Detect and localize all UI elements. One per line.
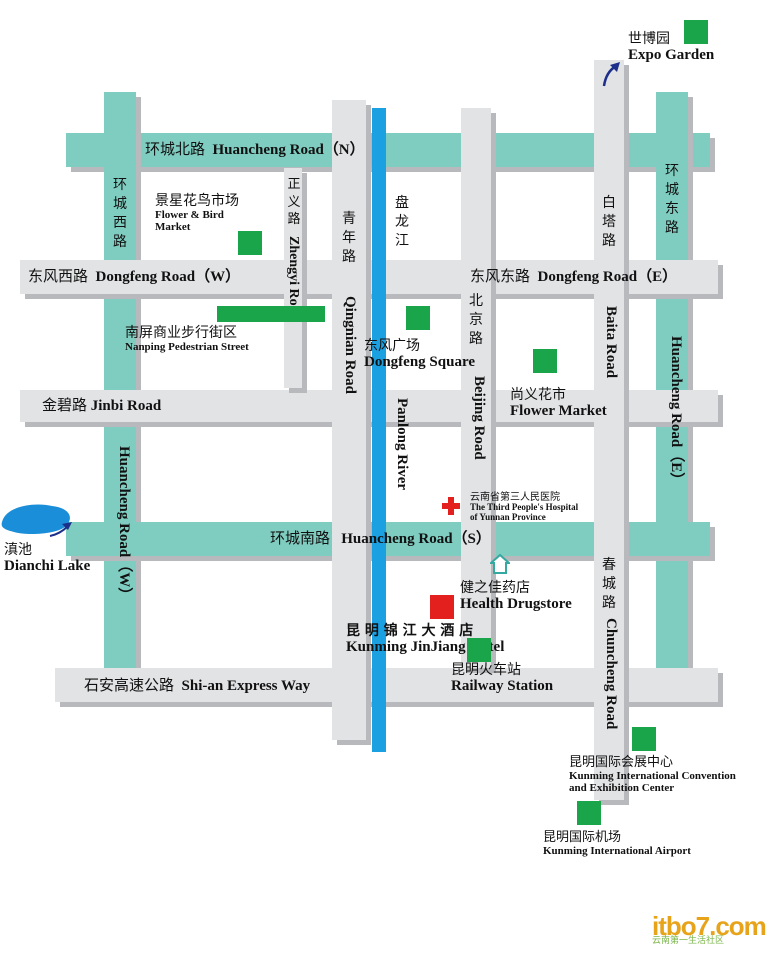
label-jinbi: 金碧路 Jinbi Road (42, 396, 162, 414)
label-nanping: 南屏商业步行街区 Nanping Pedestrian Street (125, 325, 249, 354)
huancheng-road-east (656, 92, 688, 670)
expo-arrow-icon (602, 62, 620, 87)
label-airport: 昆明国际机场 Kunming International Airport (543, 830, 691, 858)
label-chuncheng-en: Chuncheng Road (603, 618, 619, 730)
label-flower-market: 尚义花市 Flower Market (510, 387, 607, 420)
label-qingnian-en: Qingnian Road (342, 296, 358, 394)
label-dongfeng-e: 东风东路 Dongfeng Road（E） (470, 267, 678, 285)
watermark-logo: itbo7.com 云南第一生活社区 (652, 911, 767, 946)
label-qingnian-zh: 青年路 (342, 211, 356, 265)
flower-bird-marker (238, 231, 262, 255)
label-chuncheng-zh: 春城路 (602, 557, 616, 611)
label-huancheng-e-en: Huancheng Road（E） (668, 336, 684, 488)
label-beijing-zh: 北京路 (469, 293, 483, 347)
railway-station-marker (467, 638, 491, 662)
hotel-marker (430, 595, 454, 619)
label-beijing-en: Beijing Road (471, 376, 487, 460)
label-hospital: 云南省第三人民医院 The Third People's Hospital of… (470, 492, 579, 522)
zhengyi-road (284, 168, 302, 388)
label-flower-bird: 景星花鸟市场 Flower & Bird Market (155, 193, 239, 234)
nanping-street-block (217, 306, 325, 322)
label-huancheng-w-en: Huancheng Road（W） (116, 446, 132, 603)
label-hotel: 昆 明 锦 江 大 酒 店 Kunming JinJiang Hotel (346, 623, 505, 656)
label-zhengyi-zh: 正义路 (287, 177, 301, 228)
huancheng-road-west (104, 92, 136, 670)
label-huancheng-w-zh: 环城西路 (113, 177, 127, 250)
dianchi-lake-icon (1, 504, 72, 537)
hospital-cross-icon (442, 497, 460, 515)
airport-marker (577, 801, 601, 825)
expo-garden-marker (684, 20, 708, 44)
label-dianchi: 滇池 Dianchi Lake (4, 542, 91, 575)
label-baita-en: Baita Road (603, 306, 619, 379)
label-expo-garden: 世博园 Expo Garden (628, 31, 715, 64)
label-drugstore: 健之佳药店 Health Drugstore (460, 580, 572, 613)
drugstore-house-icon (490, 554, 510, 574)
convention-center-marker (632, 727, 656, 751)
dongfeng-square-marker (406, 306, 430, 330)
panlong-river (372, 108, 386, 752)
label-huancheng-n: 环城北路 Huancheng Road（N） (145, 140, 365, 158)
label-huancheng-s: 环城南路 Huancheng Road（S） (270, 529, 491, 547)
label-convention: 昆明国际会展中心 Kunming International Conventio… (569, 755, 736, 795)
label-huancheng-e-zh: 环城东路 (665, 163, 679, 236)
qingnian-road (332, 100, 366, 740)
label-panlong-en: Panlong River (394, 398, 410, 491)
label-shian: 石安高速公路 Shi-an Express Way (84, 676, 311, 694)
label-panlong-zh: 盘龙江 (395, 195, 409, 249)
beijing-road (461, 108, 491, 668)
label-dongfeng-square: 东风广场 Dongfeng Square (364, 338, 475, 371)
baita-chuncheng-road (594, 60, 624, 800)
flower-market-marker (533, 349, 557, 373)
label-dongfeng-w: 东风西路 Dongfeng Road（W） (28, 267, 241, 285)
label-baita-zh: 白塔路 (602, 195, 616, 249)
label-railway: 昆明火车站 Railway Station (451, 662, 554, 695)
